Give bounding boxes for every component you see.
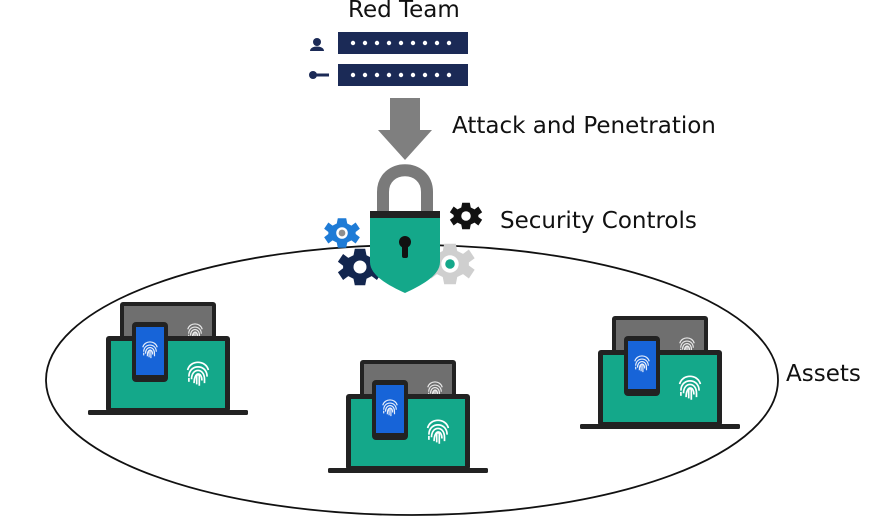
assets-label: Assets xyxy=(786,361,861,387)
user-icon xyxy=(310,38,324,51)
gear-blue-icon xyxy=(324,218,360,248)
gear-black-icon xyxy=(449,202,483,230)
attack-arrow-icon xyxy=(378,98,432,160)
security-lock-icon xyxy=(370,164,440,293)
attack-label: Attack and Penetration xyxy=(452,113,716,139)
asset-device-group xyxy=(580,316,740,429)
security-controls-label: Security Controls xyxy=(500,208,697,234)
key-icon xyxy=(309,71,329,79)
asset-device-group xyxy=(88,302,248,415)
gear-light-icon xyxy=(425,243,475,285)
gear-dark-icon xyxy=(337,248,383,286)
masked-dots xyxy=(350,72,452,78)
credential-user-row xyxy=(310,32,468,54)
asset-device-group xyxy=(328,360,488,473)
red-team-title: Red Team xyxy=(348,0,460,23)
credential-password-row xyxy=(309,64,468,86)
masked-dots xyxy=(350,40,452,46)
